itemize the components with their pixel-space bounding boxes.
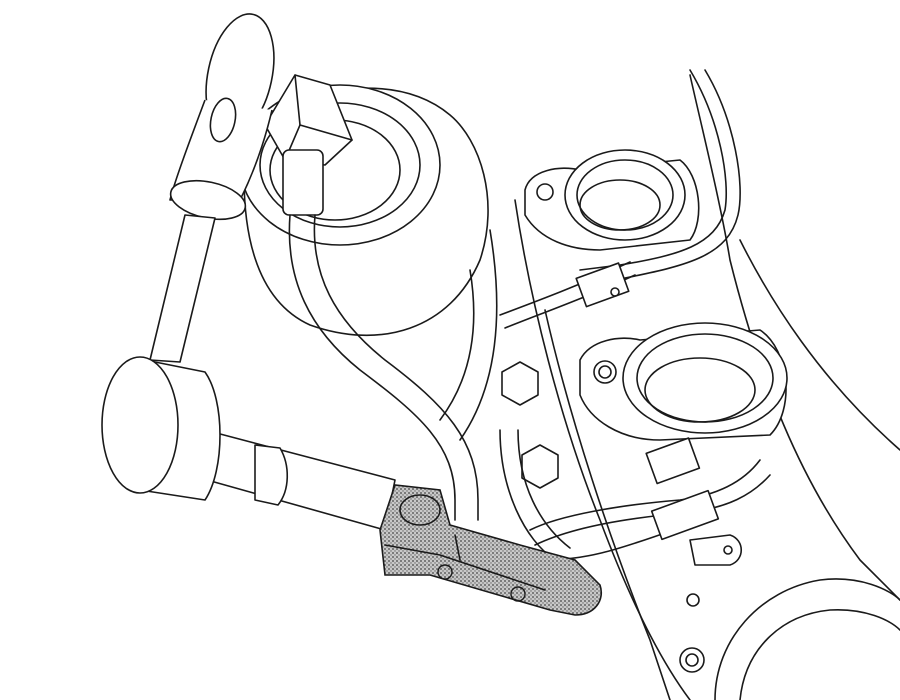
hex-fitting — [264, 74, 353, 216]
fuel-hose — [288, 214, 571, 561]
upper-port — [524, 149, 700, 251]
special-socket-tool — [379, 484, 602, 616]
lower-port — [579, 322, 788, 441]
engine-block — [514, 74, 900, 700]
ratchet-handle — [149, 13, 275, 363]
ratchet-head — [101, 356, 396, 531]
bottom-port — [679, 578, 900, 700]
injector-connectors — [575, 262, 743, 607]
